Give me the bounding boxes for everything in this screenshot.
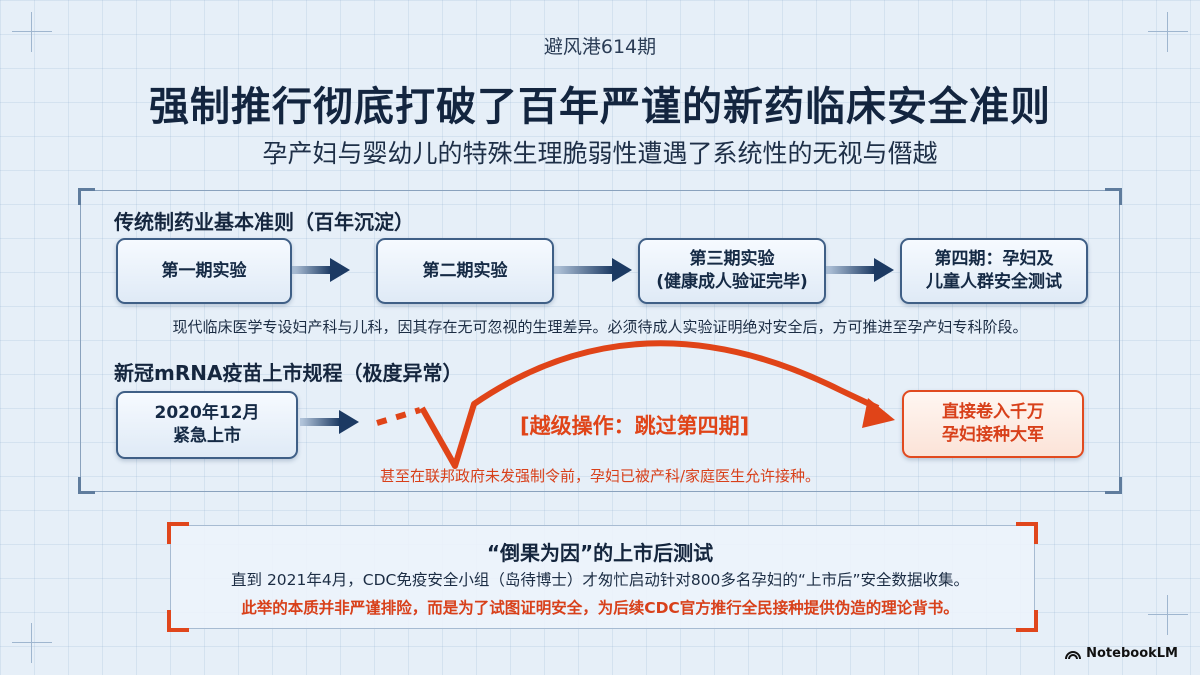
box-corner	[167, 610, 189, 632]
box-corner	[1016, 522, 1038, 544]
skip-phase-label: [越级操作：跳过第四期]	[520, 414, 750, 438]
crosshair-icon	[12, 623, 52, 663]
arrow-phase2-to-phase3	[553, 258, 632, 282]
mass-vaccination-label: 直接卷入千万 孕妇接种大军	[942, 402, 1044, 445]
launch-label: 2020年12月 紧急上市	[154, 403, 260, 446]
phase-1-box: 第一期实验	[116, 238, 292, 304]
notebooklm-icon	[1065, 650, 1082, 659]
page-subtitle: 孕产妇与婴幼儿的特殊生理脆弱性遭遇了系统性的无视与僭越	[262, 139, 938, 168]
logo-text: NotebookLM	[1086, 646, 1178, 661]
issue-number: 避风港614期	[543, 36, 657, 58]
post-market-box	[167, 522, 1038, 632]
phase-3-box: 第三期实验 (健康成人验证完毕)	[638, 238, 826, 304]
mrna-section-label: 新冠mRNA疫苗上市规程（极度异常）	[114, 361, 463, 385]
arrow-phase1-to-phase2	[291, 258, 350, 282]
phase-4-label: 第四期：孕妇及 儿童人群安全测试	[926, 249, 1062, 292]
frame-corner	[78, 477, 95, 494]
crosshair-icon	[12, 12, 52, 52]
post-market-highlight: 此举的本质并非严谨排险，而是为了试图证明安全，为后续CDC官方推行全民接种提供伪…	[241, 599, 959, 617]
frame-corner	[1105, 188, 1122, 205]
box-corner	[1016, 610, 1038, 632]
skip-phase-arrow	[376, 340, 895, 469]
post-market-title: “倒果为因”的上市后测试	[486, 541, 714, 565]
frame-corner	[1105, 477, 1122, 494]
crosshair-icon	[1148, 595, 1188, 635]
traditional-section-label: 传统制药业基本准则（百年沉淀）	[114, 210, 414, 234]
phase-2-label: 第二期实验	[422, 260, 508, 281]
main-diagram-frame	[78, 188, 1122, 494]
launch-box: 2020年12月 紧急上市	[116, 391, 298, 459]
frame-corner	[78, 188, 95, 205]
arrow-launch-to-skip	[300, 410, 359, 434]
post-market-text: 直到 2021年4月，CDC免疫安全小组（岛待博士）才匆忙启动针对800多名孕妇…	[231, 571, 969, 589]
phase-1-label: 第一期实验	[161, 260, 247, 281]
box-corner	[167, 522, 189, 544]
phase-4-box: 第四期：孕妇及 儿童人群安全测试	[900, 238, 1088, 304]
arrow-phase3-to-phase4	[825, 258, 894, 282]
phase-2-box: 第二期实验	[376, 238, 554, 304]
traditional-description: 现代临床医学专设妇产科与儿科，因其存在无可忽视的生理差异。必须待成人实验证明绝对…	[172, 318, 1028, 336]
crosshair-icon	[1148, 12, 1188, 52]
mass-vaccination-box: 直接卷入千万 孕妇接种大军	[902, 390, 1084, 458]
mrna-note: 甚至在联邦政府未发强制令前，孕妇已被产科/家庭医生允许接种。	[379, 467, 821, 485]
notebooklm-logo: NotebookLM	[1064, 646, 1178, 661]
phase-3-label: 第三期实验 (健康成人验证完毕)	[656, 249, 808, 292]
page-title: 强制推行彻底打破了百年严谨的新药临床安全准则	[149, 84, 1051, 130]
